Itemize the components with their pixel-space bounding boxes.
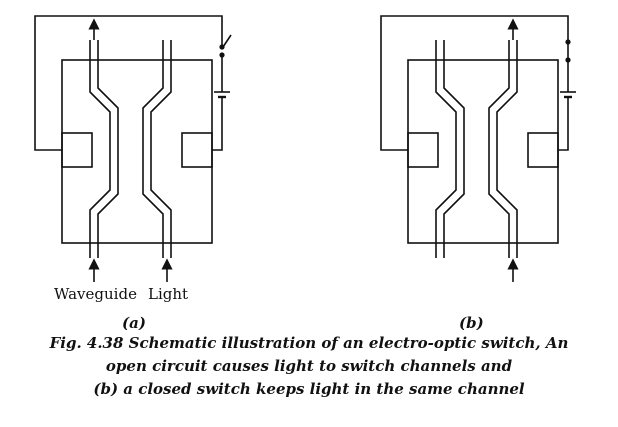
panel-b [380, 15, 576, 282]
right-electrode-a [181, 132, 213, 168]
caption-line-1: Fig. 4.38 Schematic illustration of an e… [49, 334, 569, 352]
circuit-wire-left-a [34, 15, 223, 151]
panel-b-label: (b) [459, 314, 484, 330]
panel-a [34, 15, 232, 282]
left-electrode-a [61, 132, 93, 168]
waveguide-right-inner-a [142, 40, 164, 258]
waveguide-left-outer-b [435, 40, 457, 258]
figure-caption: Fig. 4.38 Schematic illustration of an e… [0, 332, 618, 401]
left-electrode-b [407, 132, 439, 168]
waveguide-label: Waveguide [54, 285, 137, 303]
waveguide-left-inner-a [97, 40, 119, 258]
device-body-b [407, 59, 559, 244]
switch-contact-a [219, 44, 225, 50]
circuit-wire-right-a [212, 97, 223, 151]
switch-contact-lower-b [565, 57, 571, 63]
panel-a-label: (a) [122, 314, 146, 330]
light-label: Light [148, 285, 188, 303]
caption-line-3: (b) a closed switch keeps light in the s… [93, 380, 525, 398]
circuit-wire-left-b [380, 15, 569, 151]
caption-line-2: open circuit causes light to switch chan… [105, 357, 513, 375]
waveguide-right-outer-b [496, 40, 518, 258]
switch-contact-b [565, 39, 571, 45]
switch-lever-a [222, 34, 232, 48]
switch-contact-lower-a [219, 52, 225, 58]
right-electrode-b [527, 132, 559, 168]
waveguide-left-inner-b [443, 40, 465, 258]
waveguide-right-inner-b [488, 40, 510, 258]
diagram-svg: Waveguide Light (a) (b) [34, 15, 576, 332]
waveguide-right-outer-a [150, 40, 172, 258]
device-body-a [61, 59, 213, 244]
circuit-wire-right-b [558, 97, 569, 151]
waveguide-left-outer-a [89, 40, 111, 258]
